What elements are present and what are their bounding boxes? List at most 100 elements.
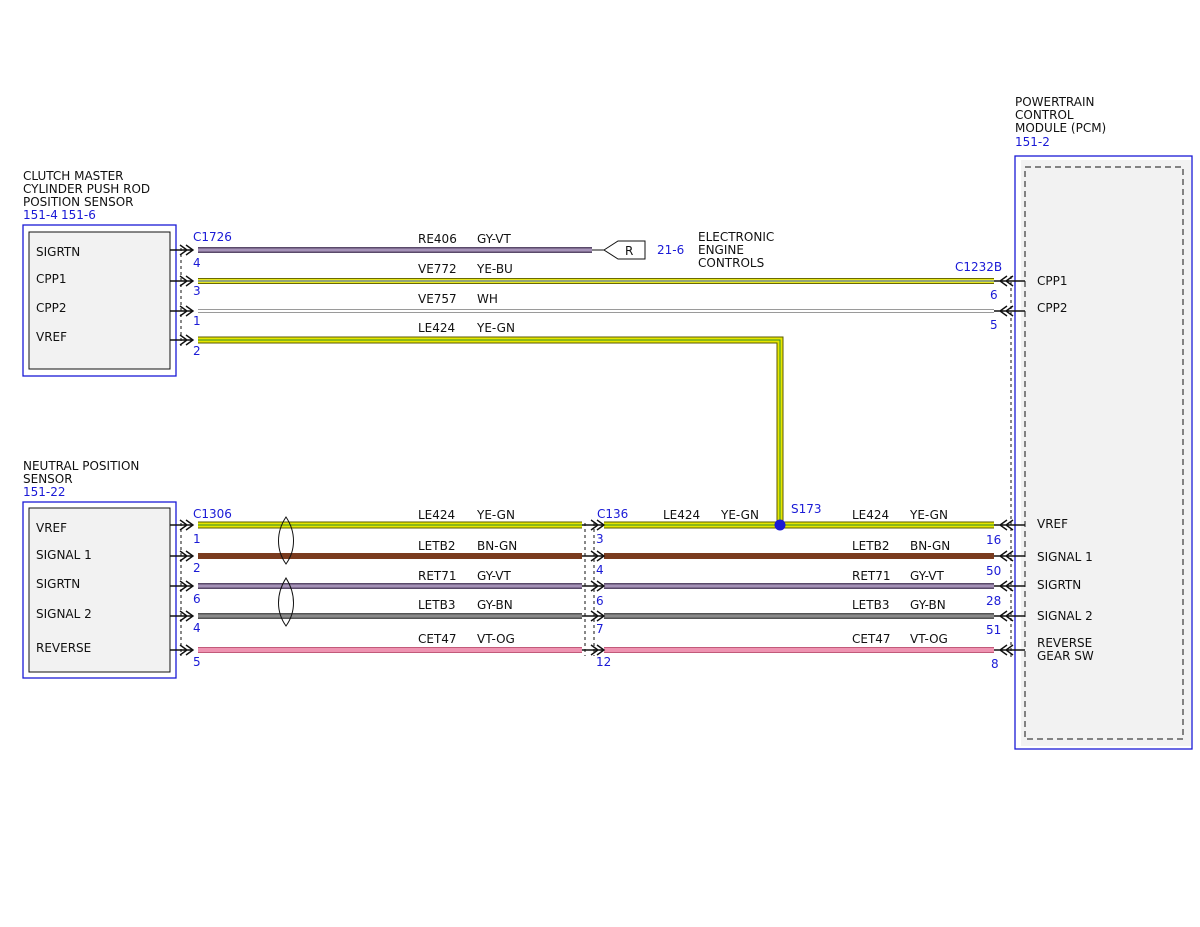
c1232b-pin-1: 6: [990, 288, 998, 302]
right-row-3-color: GY-VT: [910, 569, 944, 583]
c136-pin-3: 6: [596, 594, 604, 608]
clutch-sensor-title-line-3: POSITION SENSOR: [23, 195, 134, 209]
eec-label-line-3: CONTROLS: [698, 256, 764, 270]
clutch-pin-cpp2: CPP2: [36, 301, 67, 315]
eec-label-line-1: ELECTRONIC: [698, 230, 774, 244]
pcm-pin-signal-1: SIGNAL 1: [1037, 550, 1093, 564]
pcm-arrow-sigrtn-icon: [994, 580, 1025, 592]
bottom-wires: [198, 521, 994, 653]
pcm-pin-sigrtn: SIGRTN: [1037, 578, 1081, 592]
eec-arrow-box[interactable]: [603, 240, 646, 260]
ve757-circuit-label: VE757: [418, 292, 457, 306]
c1306-pin-1: 1: [193, 532, 201, 546]
pcm-title-line-3: MODULE (PCM): [1015, 121, 1106, 135]
left-row-1-circuit: LE424: [418, 508, 455, 522]
eec-reference[interactable]: R 21-6 ELECTRONIC ENGINE CONTROLS: [592, 230, 774, 270]
c1726-arrow-1-icon: [170, 244, 195, 256]
c1726-arrow-2-icon: [170, 275, 195, 287]
connector-c1306-label[interactable]: C1306: [193, 507, 232, 521]
pcm-outline: [1014, 155, 1193, 750]
clutch-sensor-title-line-2: CYLINDER PUSH ROD: [23, 182, 150, 196]
c1306-pin-3: 6: [193, 592, 201, 606]
le424-top-color-label: YE-GN: [476, 321, 515, 335]
c1306-pin-2: 2: [193, 561, 201, 575]
c136-pin-4: 7: [596, 622, 604, 636]
clutch-sensor-title-line-1: CLUTCH MASTER: [23, 169, 124, 183]
clutch-pin-cpp1: CPP1: [36, 272, 67, 286]
pcm-bottom-pin-3: 28: [986, 594, 1001, 608]
le424-top-circuit-label: LE424: [418, 321, 455, 335]
c136-arrow-5-icon: [582, 644, 606, 656]
pcm-pin-cpp1: CPP1: [1037, 274, 1068, 288]
pcm-pin-arrows: [994, 275, 1025, 656]
ve757-color-label: WH: [477, 292, 498, 306]
left-row-4-color: GY-BN: [477, 598, 513, 612]
c136-pin-arrows: [582, 519, 606, 656]
right-row-5-color: VT-OG: [910, 632, 948, 646]
pcm-arrow-signal-1-icon: [994, 550, 1025, 562]
twisted-pair-1-icon: [278, 516, 294, 565]
c1306-arrow-4-icon: [170, 610, 195, 622]
c1306-pin-5: 5: [193, 655, 201, 669]
c136-pin-5: 12: [596, 655, 611, 669]
top-wire-labels: RE406 GY-VT VE772 YE-BU VE757 WH LE424 Y…: [418, 232, 515, 335]
right-row-5-circuit: CET47: [852, 632, 891, 646]
pcm-inner-dashed-box: [1024, 166, 1184, 740]
ve772-color-label: YE-BU: [476, 262, 513, 276]
pcm-pin-reverse-line-1: REVERSE: [1037, 636, 1092, 650]
pin-arrows: [170, 244, 1025, 656]
pcm-title-line-1: POWERTRAIN: [1015, 95, 1095, 109]
c1306-arrow-5-icon: [170, 644, 195, 656]
pcm-ref-link[interactable]: 151-2: [1015, 135, 1050, 149]
top-wires: [198, 247, 994, 525]
c1726-pin-3: 1: [193, 314, 201, 328]
splice-s173-label[interactable]: S173: [791, 502, 822, 516]
pcm-arrow-reverse-icon: [994, 644, 1025, 656]
connector-c136-label[interactable]: C136: [597, 507, 628, 521]
clutch-sensor-ref-link-1[interactable]: 151-4: [23, 208, 58, 222]
left-row-5-color: VT-OG: [477, 632, 515, 646]
pcm-title-line-2: CONTROL: [1015, 108, 1074, 122]
neutral-pin-reverse: REVERSE: [36, 641, 91, 655]
c136-pin-1: 3: [596, 532, 604, 546]
neutral-pin-vref: VREF: [36, 521, 67, 535]
pcm-bottom-pin-5: 8: [991, 657, 999, 671]
pcm-pin-vref: VREF: [1037, 517, 1068, 531]
eec-tag: R: [625, 244, 633, 258]
left-row-3-circuit: RET71: [418, 569, 457, 583]
pcm-arrow-cpp2-icon: [994, 305, 1025, 317]
eec-ref-link[interactable]: 21-6: [657, 243, 684, 257]
pcm-bottom-pin-4: 51: [986, 623, 1001, 637]
left-row-2-color: BN-GN: [477, 539, 517, 553]
neutral-sensor-ref-link[interactable]: 151-22: [23, 485, 66, 499]
pcm-pin-signal-2: SIGNAL 2: [1037, 609, 1093, 623]
right-row-2-color: BN-GN: [910, 539, 950, 553]
pcm-pin-cpp2: CPP2: [1037, 301, 1068, 315]
pcm-arrow-cpp1-icon: [994, 275, 1025, 287]
c1726-pin-4: 2: [193, 344, 201, 358]
ve772-circuit-label: VE772: [418, 262, 457, 276]
left-row-4-circuit: LETB3: [418, 598, 455, 612]
clutch-sensor-ref-link-2[interactable]: 151-6: [61, 208, 96, 222]
clutch-sensor-component: CLUTCH MASTER CYLINDER PUSH ROD POSITION…: [22, 169, 177, 377]
left-row-2-circuit: LETB2: [418, 539, 455, 553]
c1232b-pin-2: 5: [990, 318, 998, 332]
pcm-component: POWERTRAIN CONTROL MODULE (PCM) 151-2 CP…: [1014, 95, 1193, 750]
c136-arrow-4-icon: [582, 610, 606, 622]
clutch-pin-vref: VREF: [36, 330, 67, 344]
neutral-sensor-title-line-1: NEUTRAL POSITION: [23, 459, 139, 473]
twisted-pair-symbols: [278, 516, 294, 627]
pcm-bottom-pin-2: 50: [986, 564, 1001, 578]
left-row-1-color: YE-GN: [476, 508, 515, 522]
neutral-pin-sigrtn: SIGRTN: [36, 577, 80, 591]
pcm-bottom-pin-1: 16: [986, 533, 1001, 547]
splice-s173-dot: [774, 519, 786, 531]
neutral-sensor-title-line-2: SENSOR: [23, 472, 73, 486]
c136-arrow-3-icon: [582, 580, 606, 592]
c1306-arrow-2-icon: [170, 550, 195, 562]
connector-c1232b-label[interactable]: C1232B: [955, 260, 1002, 274]
connector-c1726-label[interactable]: C1726: [193, 230, 232, 244]
neutral-pin-signal-1: SIGNAL 1: [36, 548, 92, 562]
re406-circuit-label: RE406: [418, 232, 457, 246]
mid-circuit: LE424: [663, 508, 700, 522]
